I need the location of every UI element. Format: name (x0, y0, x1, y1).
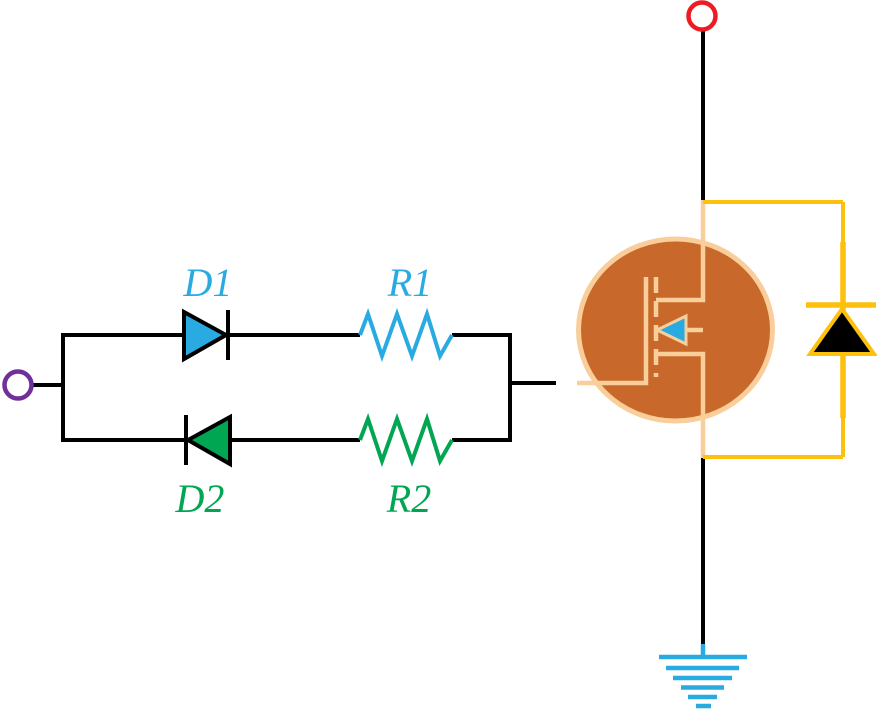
mosfet-gate-lead (577, 277, 649, 386)
label-R2: R2 (386, 476, 431, 521)
label-D2: D2 (175, 476, 225, 521)
diode-D2 (183, 413, 232, 468)
label-R1: R1 (387, 260, 432, 305)
ground-symbol (659, 644, 747, 709)
wires (32, 30, 705, 645)
mosfet (576, 200, 775, 458)
label-D1: D1 (183, 260, 233, 305)
resistor-R1 (358, 307, 454, 363)
input-terminal (2, 369, 34, 401)
resistor-R2 (358, 412, 454, 468)
mosfet-body-arrow-icon (653, 313, 688, 347)
diode-D1 (182, 308, 231, 363)
mosfet-source-lead (656, 351, 706, 458)
body-diode-triangle (806, 305, 877, 356)
diode-D1-triangle (182, 308, 231, 363)
output-terminal (686, 0, 718, 32)
mosfet-drain-lead (656, 200, 706, 303)
mosfet-body-diode (703, 200, 877, 459)
diode-D2-triangle (183, 413, 232, 468)
